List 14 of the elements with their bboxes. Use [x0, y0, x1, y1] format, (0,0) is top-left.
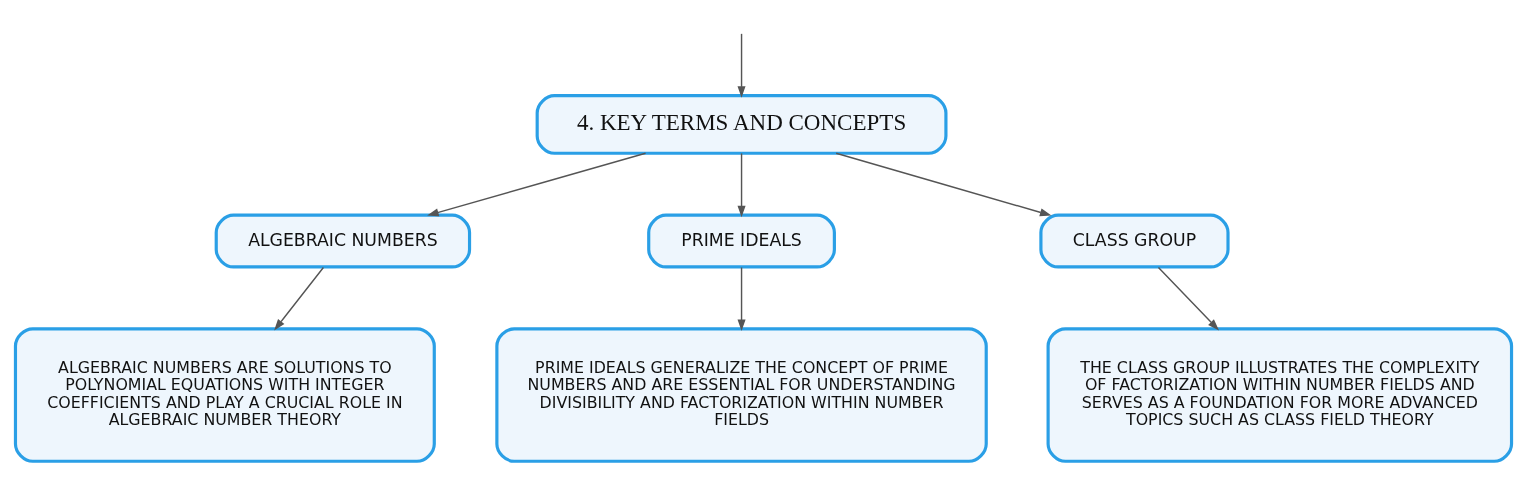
node-box: PRIME IDEALS GENERALIZE THE CONCEPT OF PRIME NUMBERS AND ARE ESSENTIAL FOR UNDERSTANDING DIVISIBILITY AND FACTORIZATION WITHIN NUMBER FIELDS [495, 327, 988, 463]
arrow [427, 152, 647, 217]
node-box: PRIME IDEALS [647, 213, 836, 269]
node-box: CLASS GROUP [1039, 213, 1230, 269]
node-box: ALGEBRAIC NUMBERS [214, 213, 472, 269]
arrow [737, 33, 746, 98]
node-box: ALGEBRAIC NUMBERS ARE SOLUTIONS TO POLYNOMIAL EQUATIONS WITH INTEGER COEFFICIENTS AND PLAY A CRUCIAL ROLE IN ALGEBRAIC NUMBER THEORY [13, 327, 436, 463]
node-box: 4. KEY TERMS AND CONCEPTS [535, 94, 948, 155]
arrow [737, 152, 746, 218]
arrow [737, 266, 746, 331]
node-box: THE CLASS GROUP ILLUSTRATES THE COMPLEXITY OF FACTORIZATION WITHIN NUMBER FIELDS AND SERVES AS A FOUNDATION FOR MORE ADVANCED TOPICS SUCH AS CLASS FIELD THEORY [1046, 327, 1514, 463]
arrow [1157, 266, 1220, 331]
arrow [835, 152, 1052, 217]
arrow [274, 266, 325, 331]
